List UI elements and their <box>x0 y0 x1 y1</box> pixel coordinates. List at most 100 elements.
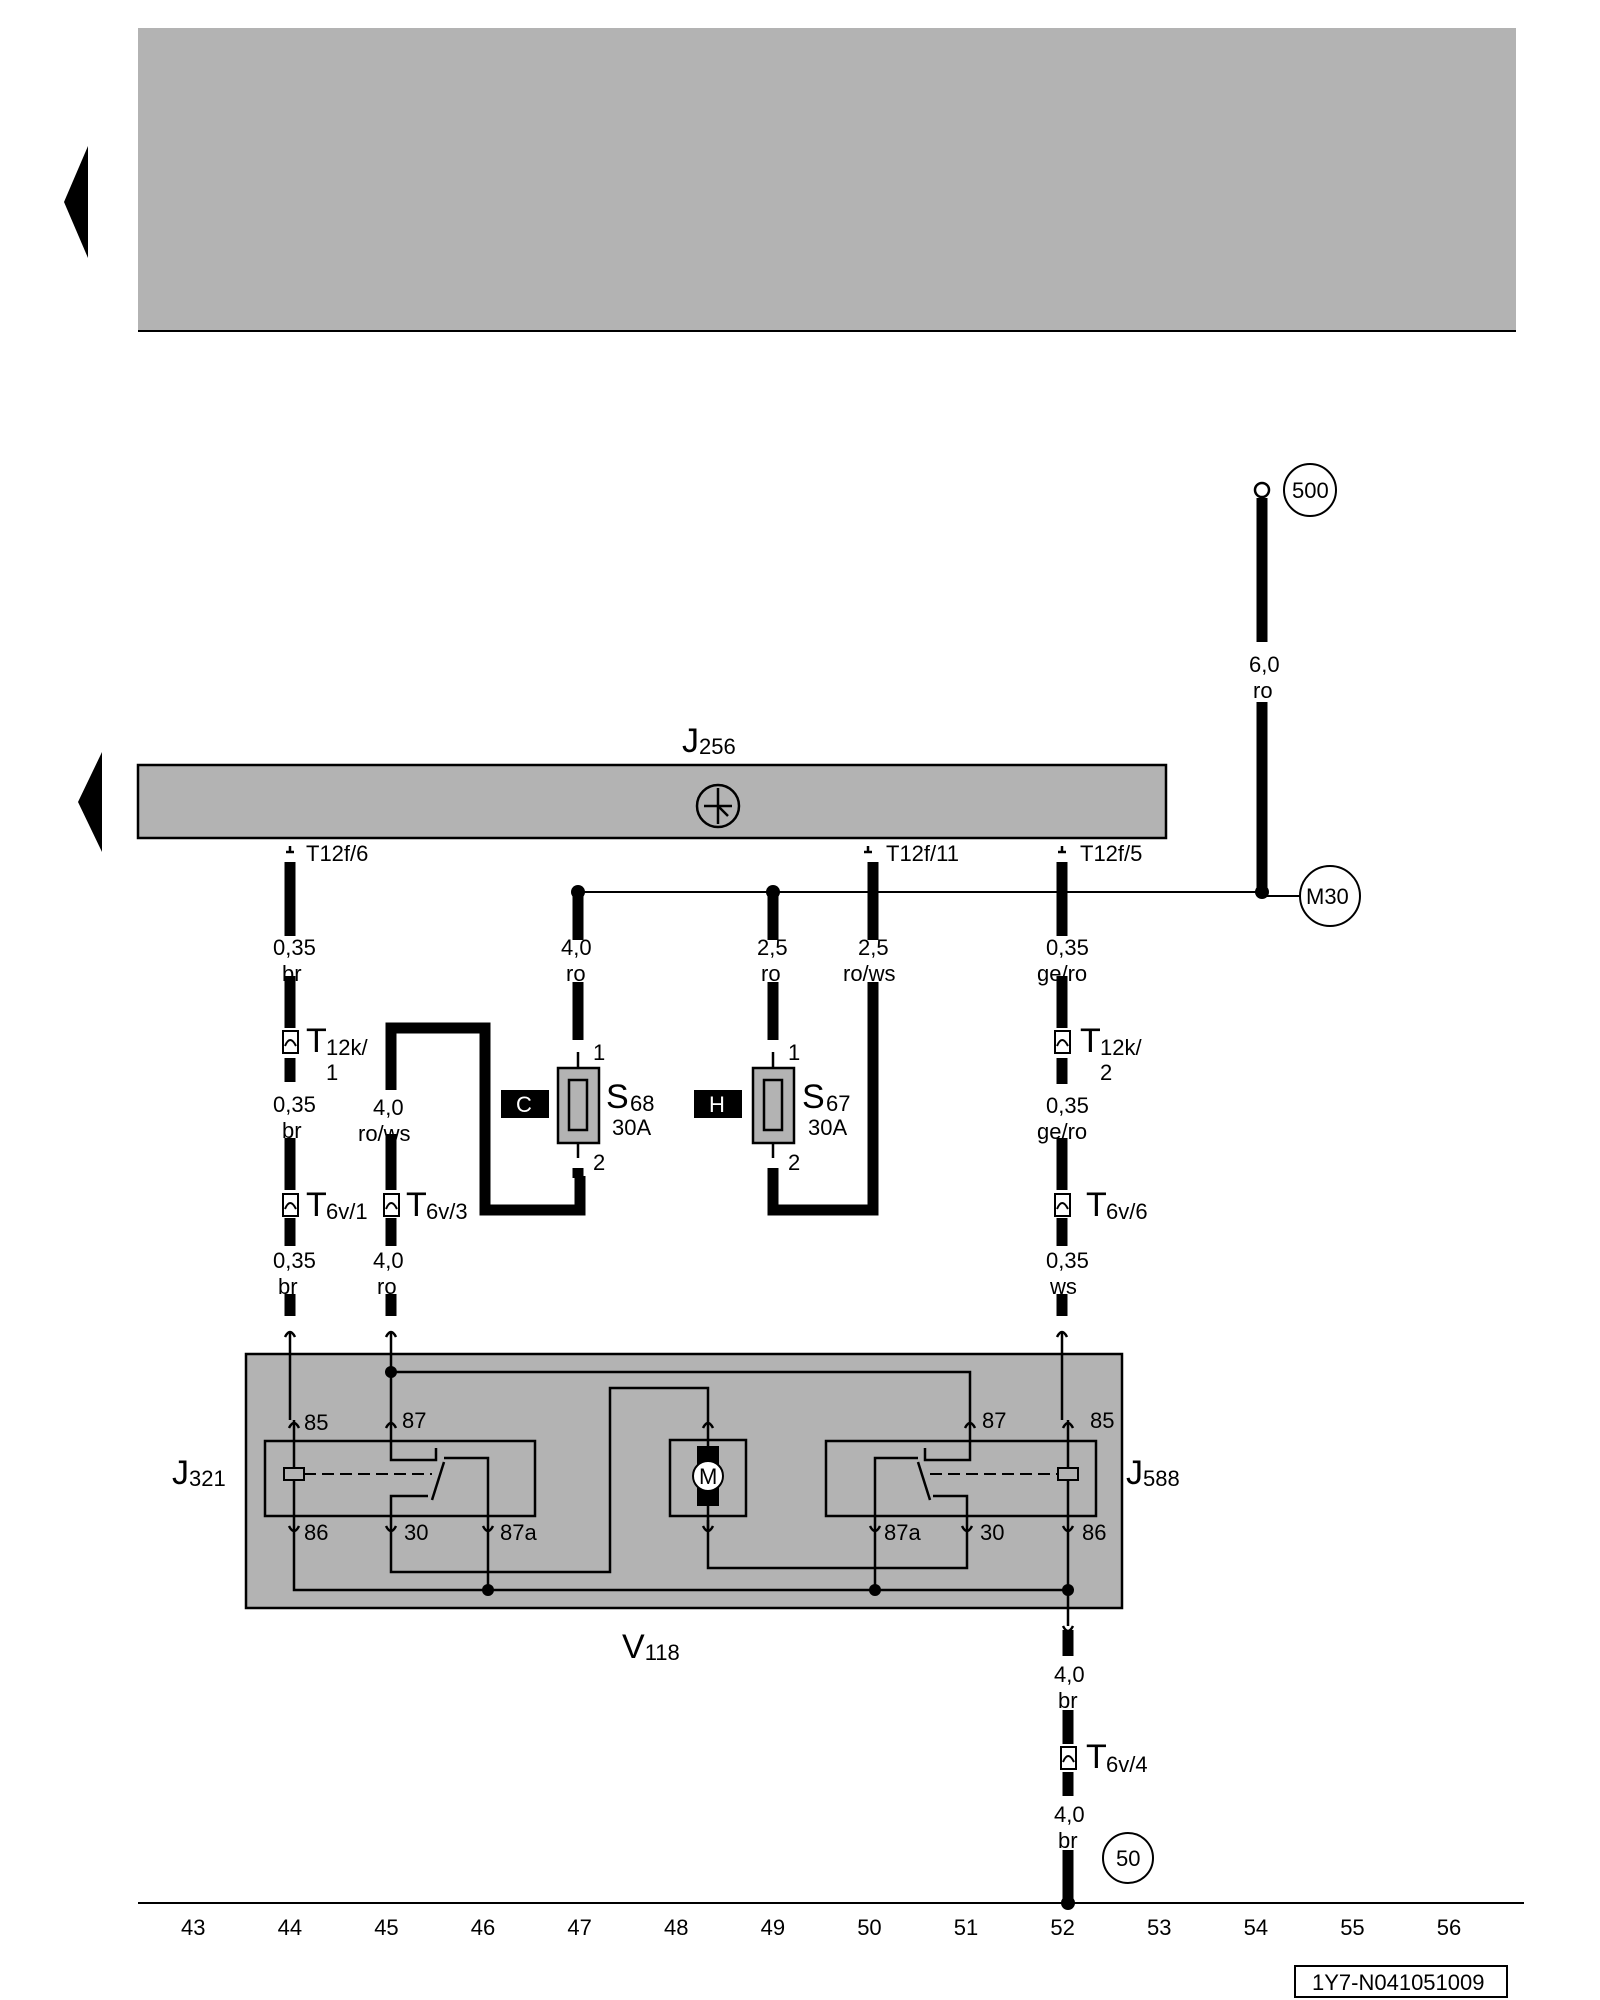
svg-text:6,0: 6,0 <box>1249 652 1280 677</box>
svg-text:ro: ro <box>761 961 781 986</box>
svg-text:4,0: 4,0 <box>1054 1662 1085 1687</box>
svg-text:0,35: 0,35 <box>1046 1093 1089 1118</box>
reference-m30: M30 <box>1299 865 1361 927</box>
prev-section-arrow[interactable] <box>78 752 102 852</box>
svg-text:4,0: 4,0 <box>373 1095 404 1120</box>
svg-text:T12f/6: T12f/6 <box>306 841 368 866</box>
svg-text:4,0: 4,0 <box>373 1248 404 1273</box>
wire-label-w12: 6,0 ro <box>1249 652 1280 703</box>
svg-text:T: T <box>306 1186 327 1224</box>
connector-t6v-1: T 6v/1 <box>282 1186 368 1224</box>
j588-pin-87a: 87a <box>884 1520 921 1545</box>
column-number: 50 <box>857 1915 881 1940</box>
j321-pin-87a: 87a <box>500 1520 537 1545</box>
j321-pin-30: 30 <box>404 1520 428 1545</box>
fuse-s67: 1 2 S 67 30A <box>751 1040 850 1175</box>
svg-text:ro/ws: ro/ws <box>843 961 896 986</box>
svg-text:S: S <box>802 1078 825 1116</box>
wire-label-w14: 4,0 br <box>1054 1802 1085 1853</box>
svg-text:ro: ro <box>566 961 586 986</box>
pump-module-v118 <box>244 1352 1124 1610</box>
svg-text:ro: ro <box>377 1274 397 1299</box>
column-number: 54 <box>1244 1915 1268 1940</box>
svg-text:68: 68 <box>630 1091 654 1116</box>
column-number: 48 <box>664 1915 688 1940</box>
connector-t6v-3: T 6v/3 <box>383 1186 468 1224</box>
wire-label-w6: 4,0 ro <box>561 935 592 986</box>
svg-text:C: C <box>516 1092 532 1117</box>
svg-text:0,35: 0,35 <box>1046 1248 1089 1273</box>
wire-col45 <box>385 1022 586 1316</box>
column-number: 46 <box>471 1915 495 1940</box>
column-number: 47 <box>567 1915 591 1940</box>
svg-text:br: br <box>1058 1828 1078 1853</box>
svg-text:T: T <box>1080 1022 1101 1060</box>
j588-pin-87: 87 <box>982 1408 1006 1433</box>
column-number: 52 <box>1050 1915 1074 1940</box>
column-number: 56 <box>1437 1915 1461 1940</box>
svg-text:M30: M30 <box>1306 884 1349 909</box>
svg-text:0,35: 0,35 <box>1046 935 1089 960</box>
svg-text:br: br <box>1058 1688 1078 1713</box>
svg-text:67: 67 <box>826 1091 850 1116</box>
wire-label-w13: 4,0 br <box>1054 1662 1085 1713</box>
prev-page-arrow[interactable] <box>64 146 88 258</box>
j588-pin-86: 86 <box>1082 1520 1106 1545</box>
column-number: 44 <box>278 1915 302 1940</box>
svg-text:S: S <box>606 1078 629 1116</box>
svg-text:ro: ro <box>1253 678 1273 703</box>
wire-label-w5: 4,0 ro <box>373 1248 404 1299</box>
svg-text:0,35: 0,35 <box>273 1248 316 1273</box>
column-number: 53 <box>1147 1915 1171 1940</box>
svg-text:500: 500 <box>1292 478 1329 503</box>
connector-t12k-2: T 12k/ 2 <box>1054 1022 1142 1085</box>
reference-50: 50 <box>1102 1832 1154 1884</box>
svg-text:T: T <box>1086 1738 1107 1776</box>
svg-text:30A: 30A <box>612 1115 651 1140</box>
figure-id-box: 1Y7-N041051009 <box>1294 1965 1508 1998</box>
relay-j321 <box>263 1420 537 1536</box>
wire-col49 <box>767 862 879 1216</box>
svg-text:6v/3: 6v/3 <box>426 1199 468 1224</box>
j588-pin-30: 30 <box>980 1520 1004 1545</box>
svg-text:6v/6: 6v/6 <box>1106 1199 1148 1224</box>
j321-pin-87: 87 <box>402 1408 426 1433</box>
svg-text:4,0: 4,0 <box>1054 1802 1085 1827</box>
svg-text:ge/ro: ge/ro <box>1037 961 1087 986</box>
control-unit-symbol-icon <box>695 783 741 829</box>
wire-label-w3: 0,35 br <box>273 1248 316 1299</box>
column-number: 55 <box>1340 1915 1364 1940</box>
terminal-500-open <box>1253 481 1271 499</box>
svg-text:2: 2 <box>593 1150 605 1175</box>
wire-label-w2: 0,35 br <box>273 1092 316 1143</box>
wire-label-w7: 2,5 ro <box>757 935 788 986</box>
j588-label: J588 <box>1126 1454 1180 1492</box>
wire-label-w1: 0,35 br <box>273 935 316 986</box>
svg-text:0,35: 0,35 <box>273 935 316 960</box>
connector-t12f-11: T12f/11 <box>864 841 959 866</box>
svg-text:2: 2 <box>1100 1060 1112 1085</box>
svg-text:6v/1: 6v/1 <box>326 1199 368 1224</box>
svg-text:1: 1 <box>593 1040 605 1065</box>
svg-text:T: T <box>406 1186 427 1224</box>
fuse-s68: 1 2 S 68 30A <box>556 1040 654 1175</box>
column-number: 51 <box>954 1915 978 1940</box>
svg-text:br: br <box>278 1274 298 1299</box>
fuse-holder-h-badge: H <box>694 1090 742 1118</box>
motor-icon: M <box>668 1420 748 1530</box>
svg-text:6v/4: 6v/4 <box>1106 1752 1148 1777</box>
svg-text:30A: 30A <box>808 1115 847 1140</box>
j321-pin-86: 86 <box>304 1520 328 1545</box>
wire-label-w4: 4,0 ro/ws <box>358 1095 411 1146</box>
connector-t6v-4: T 6v/4 <box>1060 1738 1148 1777</box>
j256-label: J256 <box>682 722 736 760</box>
svg-text:ge/ro: ge/ro <box>1037 1119 1087 1144</box>
column-number: 49 <box>761 1915 785 1940</box>
svg-text:1: 1 <box>326 1060 338 1085</box>
column-number: 43 <box>181 1915 205 1940</box>
svg-text:2,5: 2,5 <box>858 935 889 960</box>
relay-j588 <box>824 1420 1098 1536</box>
svg-text:ws: ws <box>1049 1274 1077 1299</box>
top-panel <box>138 28 1516 330</box>
